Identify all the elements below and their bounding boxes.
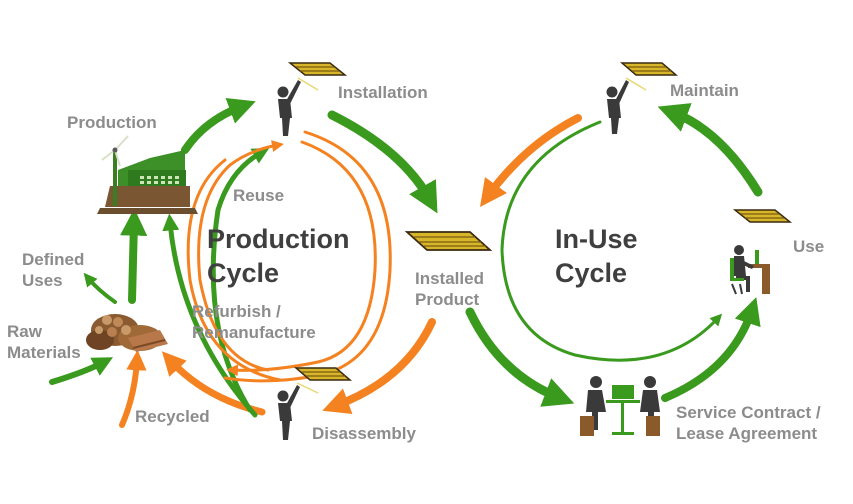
label-production: Production <box>67 113 157 132</box>
worker-installing-panel-icon <box>277 77 319 136</box>
ring-reuse-outer <box>223 130 392 383</box>
two-people-meeting-icon <box>580 376 660 436</box>
arrow-service-contract-to-use <box>661 297 761 402</box>
in-use-cycle-arrows <box>465 103 763 407</box>
label-defined-uses: Defined Uses <box>22 250 85 290</box>
title-in-use-cycle: In-Use Cycle <box>555 224 638 288</box>
label-refurbish-remanufacture: Refurbish / Remanufacture <box>192 302 316 342</box>
disassembly-panel-icon <box>293 367 353 381</box>
worker-maintaining-panel-icon <box>606 77 647 134</box>
label-recycled: Recycled <box>135 407 210 426</box>
installation-panel-icon <box>287 62 348 76</box>
label-installed-product: Installed Product <box>415 269 484 309</box>
ring-reuse-left <box>186 158 282 382</box>
worker-disassembling-panel-icon <box>277 382 319 440</box>
arrow-defined-uses <box>83 272 117 304</box>
label-service-contract: Service Contract / Lease Agreement <box>676 403 821 443</box>
arrow-installed-product-to-disassembly <box>322 318 436 415</box>
label-installation: Installation <box>338 83 428 102</box>
label-raw-materials: Raw Materials <box>7 322 81 362</box>
wind-turbine-factory-icon <box>97 135 198 214</box>
label-reuse: Reuse <box>233 186 285 205</box>
production-cycle-arrows <box>49 97 438 428</box>
arrow-raw-materials-in <box>49 357 114 385</box>
arrow-maintain-to-installed-product <box>480 114 582 208</box>
ceiling-panel-icon <box>404 231 493 251</box>
arrow-disassembly-to-production <box>162 213 258 418</box>
ring-reuse-inner <box>226 140 377 377</box>
label-maintain: Maintain <box>670 81 739 100</box>
arrow-materials-to-production <box>120 208 148 304</box>
arrow-production-to-installation <box>181 97 256 154</box>
arrow-use-to-maintain <box>657 103 763 197</box>
label-use: Use <box>793 237 825 256</box>
in-use-inner-ring <box>500 120 723 362</box>
label-disassembly: Disassembly <box>312 424 416 443</box>
arrow-installed-to-service-contract <box>465 307 575 407</box>
arrow-installation-to-installed-product <box>327 110 438 214</box>
arrow-reuse <box>197 140 284 372</box>
title-production-cycle: Production Cycle <box>207 224 350 288</box>
raw-materials-pile-icon <box>86 314 168 352</box>
person-at-desk-icon <box>730 245 770 295</box>
arrow-recycled-up <box>119 349 147 428</box>
use-panel-icon <box>732 209 793 223</box>
maintain-panel-icon <box>619 62 679 76</box>
